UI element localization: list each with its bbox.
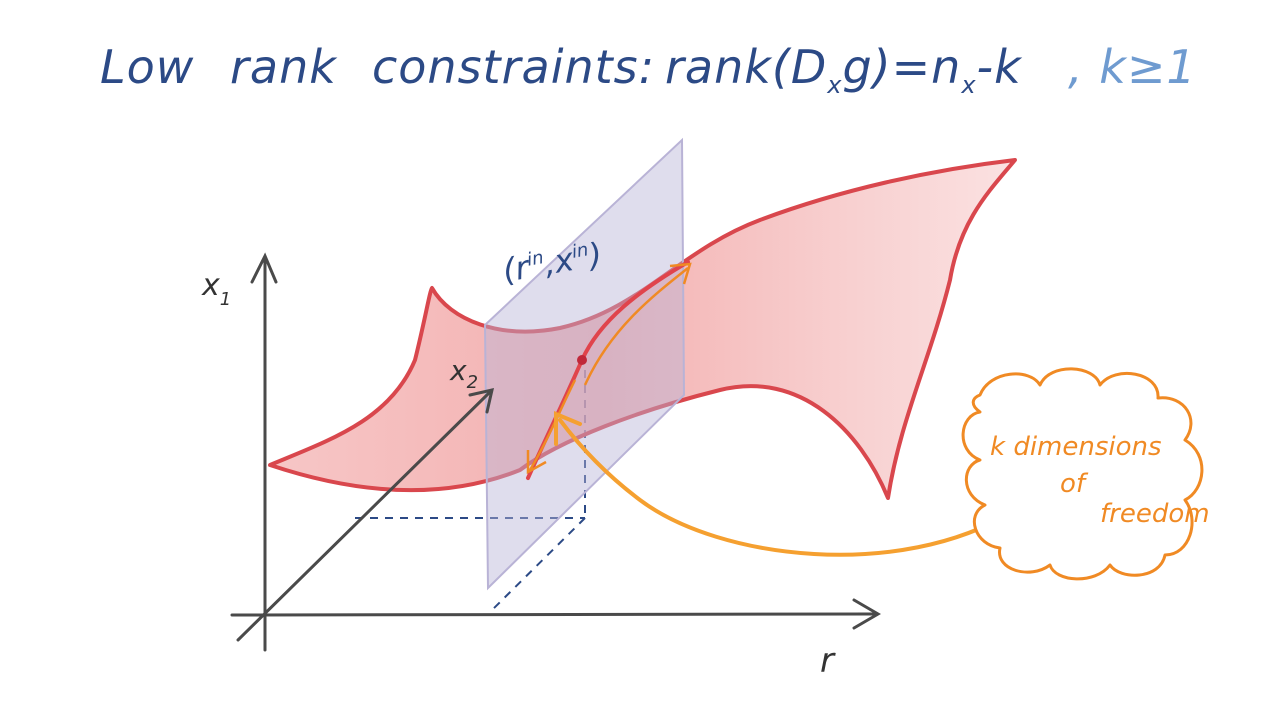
- title-equation: rank(Dxg)=nx-k: [665, 40, 1022, 99]
- tangent-arrow-up: [583, 267, 689, 386]
- pointer-arrow: [558, 418, 1014, 557]
- label-x2: x2: [449, 354, 478, 393]
- eq-sub-x2: x: [961, 71, 977, 100]
- input-point: [577, 355, 587, 365]
- label-x1-sub: 1: [220, 289, 231, 310]
- axis-r: [230, 612, 876, 617]
- label-x2-sub: 2: [467, 372, 478, 393]
- title-word-constraints: constraints:: [372, 40, 656, 94]
- title-word-low: Low: [100, 40, 195, 94]
- label-x2-base: x: [449, 354, 467, 387]
- title-condition: , k≥1: [1068, 40, 1197, 94]
- tangent-arrow-down-head: [526, 450, 547, 475]
- point-label-sup2: in: [570, 239, 590, 263]
- label-r: r: [820, 641, 836, 681]
- label-x1-base: x: [201, 268, 220, 303]
- tangent-arrow-down: [528, 379, 577, 471]
- point-label: (rin,xin): [500, 235, 605, 290]
- label-x1: x1: [201, 268, 231, 310]
- eq-minus-k: -k: [976, 40, 1022, 94]
- pointer-arrow-head: [554, 411, 582, 446]
- axis-x2: [236, 390, 492, 642]
- cloud-line-3: freedom: [1100, 499, 1210, 529]
- point-label-sup1: in: [525, 247, 545, 271]
- axis-x2-arrowhead: [468, 388, 494, 414]
- projection-dashed-diagonal: [489, 517, 586, 613]
- axis-x1-arrowhead: [250, 252, 278, 284]
- title-word-rank: rank: [230, 40, 337, 94]
- axis-r-arrowhead: [852, 598, 881, 630]
- manifold-surface: [268, 158, 1017, 500]
- tangent-arrow-up-head: [669, 262, 692, 285]
- title-row: Low rank constraints: rank(Dxg)=nx-k , k…: [0, 40, 1280, 130]
- cloud-line-2: of: [1060, 469, 1089, 499]
- thought-cloud: [961, 367, 1204, 581]
- cloud-line-1: k dimensions: [990, 432, 1162, 462]
- eq-sub-x: x: [827, 71, 843, 100]
- eq-rank: rank(D: [665, 40, 828, 94]
- eq-g: g)=n: [842, 40, 962, 94]
